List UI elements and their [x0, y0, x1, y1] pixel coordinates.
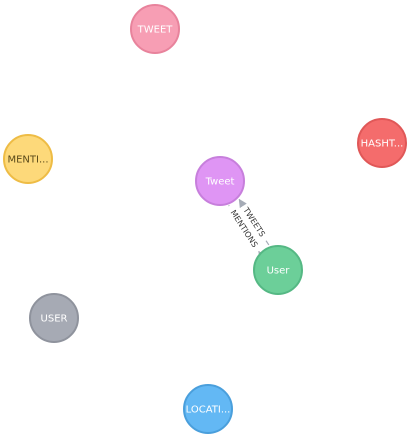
node-label: Tweet: [205, 177, 235, 188]
relationship-line[interactable]: [265, 240, 270, 246]
node-circle[interactable]: [195, 156, 245, 206]
node-label: USER: [41, 314, 68, 325]
node-mentions[interactable]: MENTI...: [3, 134, 53, 184]
node-circle[interactable]: [253, 245, 303, 295]
node-user[interactable]: User: [253, 245, 303, 295]
node-label: LOCATI...: [186, 405, 231, 416]
node-location[interactable]: LOCATI...: [183, 384, 233, 434]
node-tweet-upper[interactable]: TWEET: [130, 4, 180, 54]
node-circle[interactable]: [183, 384, 233, 434]
node-circle[interactable]: [29, 293, 79, 343]
node-circle[interactable]: [357, 118, 407, 168]
node-user-upper[interactable]: USER: [29, 293, 79, 343]
node-label: MENTI...: [7, 155, 48, 166]
node-label: User: [267, 266, 291, 277]
relationship-arrow[interactable]: [238, 198, 247, 209]
node-tweet[interactable]: Tweet: [195, 156, 245, 206]
node-label: HASHT...: [361, 139, 404, 150]
node-label: TWEET: [137, 25, 174, 36]
node-hashtag[interactable]: HASHT...: [357, 118, 407, 168]
node-circle[interactable]: [130, 4, 180, 54]
node-circle[interactable]: [3, 134, 53, 184]
